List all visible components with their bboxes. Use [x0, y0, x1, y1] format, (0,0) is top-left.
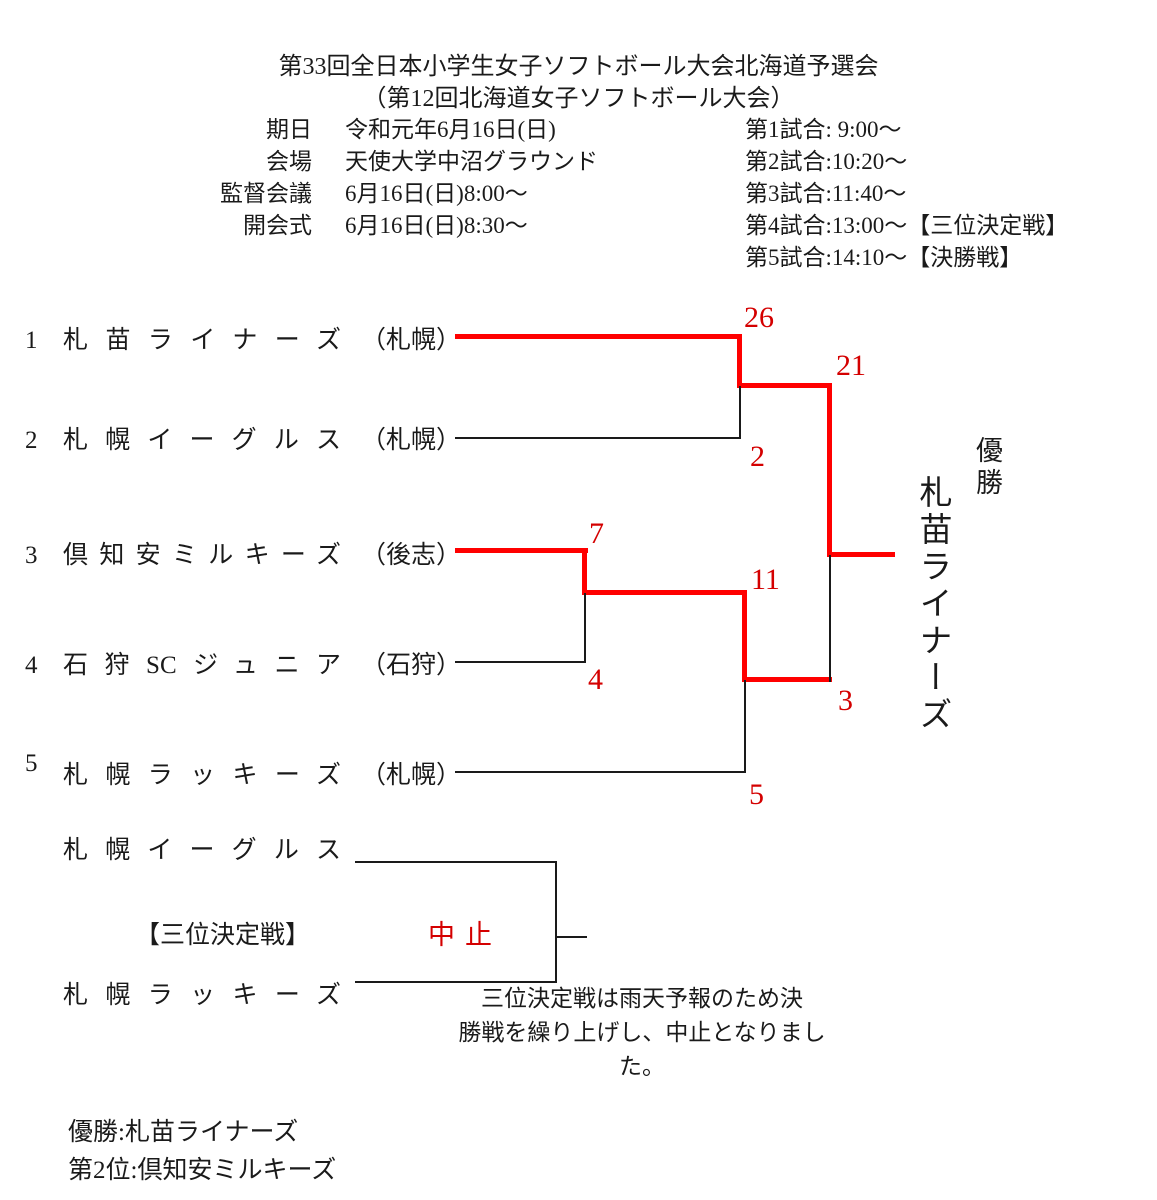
team-name: 札苗ライナーズ — [63, 327, 341, 354]
team-region: （札幌） — [361, 762, 462, 789]
team-region: （石狩） — [361, 652, 462, 679]
team1-winner-line — [455, 334, 742, 339]
third-place-out-line — [555, 936, 587, 938]
third-place-label: 【三位決定戦】 — [135, 922, 311, 949]
team-row-4: 4 石狩SCジュニア （石狩） — [25, 645, 461, 681]
team-region: （後志） — [361, 542, 462, 569]
team-row-1: 1 札苗ライナーズ （札幌） — [25, 320, 461, 356]
info-label: 監督会議 — [220, 181, 312, 206]
info-value: 天使大学中沼グラウンド — [345, 149, 598, 174]
page-subtitle: （第12回北海道女子ソフトボール大会） — [362, 86, 795, 112]
info-row-managers-meeting: 監督会議 6月16日(日)8:00～ — [180, 178, 598, 210]
third-place-team-top: 札幌イーグルス — [63, 837, 341, 864]
info-row-venue: 会場 天使大学中沼グラウンド — [180, 146, 598, 178]
team-row-5: 5 札幌ラッキーズ （札幌） — [25, 750, 462, 791]
schedule-line-4: 第4試合:13:00～【三位決定戦】 — [745, 213, 1069, 238]
third-place-bottom-line — [355, 981, 557, 983]
score-final-bottom: 3 — [838, 684, 853, 717]
info-value: 6月16日(日)8:30～ — [345, 213, 528, 238]
note-line-1: 三位決定戦は雨天予報のため決 — [481, 986, 803, 1011]
team-row-2: 2 札幌イーグルス （札幌） — [25, 420, 461, 456]
match1-join-top-line — [737, 334, 742, 388]
team5-line — [455, 771, 744, 773]
team-seed: 5 — [25, 750, 38, 777]
match-schedule: 第1試合: 9:00～ 第2試合:10:20～ 第3試合:11:40～ 第4試合… — [745, 114, 1068, 274]
team4-line — [455, 661, 584, 663]
match3-join-top-line — [742, 590, 747, 682]
third-place-status: 中止 — [428, 920, 502, 950]
note-line-3: た。 — [619, 1054, 665, 1079]
team-seed: 3 — [25, 542, 38, 569]
third-place-team-bottom: 札幌ラッキーズ — [63, 982, 341, 1009]
schedule-line-5: 第5試合:14:10～【決勝戦】 — [745, 245, 1023, 270]
team2-line — [455, 437, 739, 439]
info-label: 開会式 — [243, 213, 312, 238]
champion-name: 札苗ライナーズ — [914, 475, 950, 734]
score-final-top: 21 — [836, 349, 866, 382]
team-seed: 2 — [25, 427, 38, 454]
event-info: 期日 令和元年6月16日(日) 会場 天使大学中沼グラウンド 監督会議 6月16… — [180, 114, 598, 242]
result-second-place: 第2位:倶知安ミルキーズ — [68, 1157, 337, 1184]
team-seed: 1 — [25, 327, 38, 354]
schedule-line-2: 第2試合:10:20～ — [745, 149, 908, 174]
match3-winner-out-line — [742, 677, 832, 682]
score-match2-bottom: 4 — [588, 663, 603, 696]
team-name: 札幌イーグルス — [63, 427, 341, 454]
score-match1-bottom: 2 — [750, 440, 765, 473]
third-place-join-line — [555, 861, 557, 983]
score-match3-top: 11 — [751, 563, 780, 596]
score-match3-bottom: 5 — [749, 778, 764, 811]
info-value: 令和元年6月16日(日) — [345, 117, 556, 142]
final-join-bottom-line — [829, 555, 831, 682]
info-label: 期日 — [266, 117, 312, 142]
score-match2-top: 7 — [589, 517, 604, 550]
match2-join-bottom-line — [584, 593, 586, 663]
third-place-top-line — [355, 861, 557, 863]
match2-join-top-line — [582, 548, 587, 595]
match3-join-bottom-line — [744, 680, 746, 773]
final-join-top-line — [827, 383, 832, 557]
match1-join-bottom-line — [739, 386, 741, 439]
team-row-3: 3 倶知安ミルキーズ （後志） — [25, 535, 461, 571]
score-match1-top: 26 — [744, 301, 774, 334]
note-line-2: 勝戦を繰り上げし、中止となりまし — [458, 1020, 826, 1045]
match2-winner-out-line — [582, 590, 747, 595]
team3-winner-line — [455, 548, 588, 553]
info-value: 6月16日(日)8:00～ — [345, 181, 528, 206]
team-region: （札幌） — [361, 427, 462, 454]
schedule-line-3: 第3試合:11:40～ — [745, 181, 907, 206]
team-name: 石狩SCジュニア — [63, 652, 341, 679]
champion-out-line — [827, 552, 895, 557]
info-row-date: 期日 令和元年6月16日(日) — [180, 114, 598, 146]
third-place-note: 三位決定戦は雨天予報のため決 勝戦を繰り上げし、中止となりまし た。 — [452, 982, 832, 1084]
team-name: 倶知安ミルキーズ — [63, 542, 341, 569]
schedule-line-1: 第1試合: 9:00～ — [745, 117, 902, 142]
team-seed: 4 — [25, 652, 38, 679]
page-title: 第33回全日本小学生女子ソフトボール大会北海道予選会 — [278, 54, 879, 80]
result-first-place: 優勝:札苗ライナーズ — [68, 1119, 299, 1146]
champion-label: 優勝 — [972, 436, 1002, 500]
team-name: 札幌ラッキーズ — [63, 762, 341, 789]
info-row-opening-ceremony: 開会式 6月16日(日)8:30～ — [180, 210, 598, 242]
match1-winner-out-line — [737, 383, 832, 388]
info-label: 会場 — [266, 149, 312, 174]
team-region: （札幌） — [361, 327, 462, 354]
